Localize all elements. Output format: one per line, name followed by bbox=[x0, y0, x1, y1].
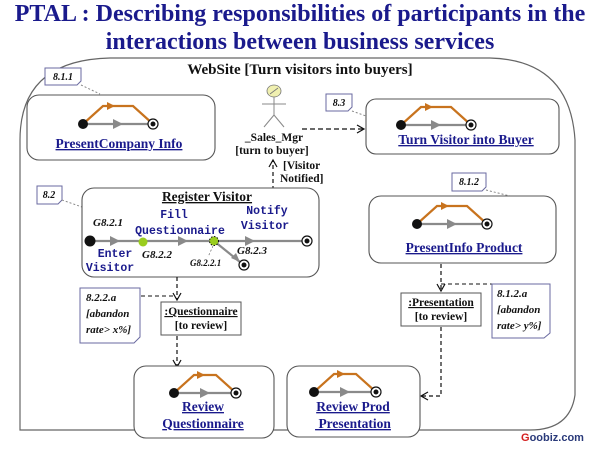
service-turn-visitor-into-buyer[interactable]: Turn Visitor into Buyer bbox=[365, 98, 560, 155]
guard-visitor-notified-line1: [Visitor bbox=[283, 160, 320, 172]
watermark-goobiz: Goobiz.com bbox=[521, 432, 584, 444]
flow-arrow-icon bbox=[178, 236, 188, 246]
service-label[interactable]: Turn Visitor into Buyer bbox=[398, 132, 533, 147]
start-node-icon bbox=[84, 235, 96, 247]
step-notify-line2: Visitor bbox=[241, 220, 289, 233]
svg-text:8.2: 8.2 bbox=[43, 190, 56, 201]
svg-text:8.1.1: 8.1.1 bbox=[53, 72, 73, 83]
object-name: :Presentation bbox=[408, 297, 474, 309]
note-8-1-1: 8.1.1 bbox=[44, 67, 101, 95]
guard-visitor-notified-line2: Notified] bbox=[280, 173, 323, 185]
svg-text:rate> y%]: rate> y%] bbox=[497, 320, 542, 332]
flow-icon bbox=[309, 370, 382, 398]
process-register-visitor[interactable]: Register Visitor Fill Questionnaire Noti… bbox=[81, 187, 320, 278]
page-title-line-2: interactions between business services bbox=[105, 29, 495, 55]
service-label-line2[interactable]: Presentation bbox=[315, 416, 391, 431]
flow-icon bbox=[169, 371, 242, 399]
service-review-questionnaire[interactable]: Review Questionnaire bbox=[133, 365, 275, 439]
actor-sales-mgr: _Sales_Mgr [turn to buyer] bbox=[235, 84, 309, 157]
service-label[interactable]: PresentCompany Info bbox=[56, 136, 183, 151]
step-enter-line1: Enter bbox=[98, 248, 133, 261]
object-questionnaire[interactable]: :Questionnaire [to review] bbox=[160, 301, 242, 336]
svg-text:rate> x%]: rate> x%] bbox=[86, 324, 131, 336]
service-present-company-info[interactable]: PresentCompany Info bbox=[26, 94, 216, 161]
svg-text:8.1.2: 8.1.2 bbox=[459, 177, 479, 188]
object-name: :Questionnaire bbox=[164, 306, 237, 318]
step-fill-line2: Questionnaire bbox=[135, 225, 225, 238]
svg-text:8.3: 8.3 bbox=[333, 98, 346, 109]
actor-stick-figure-icon bbox=[262, 84, 286, 128]
gate-label-g8-2-2-1: G8.2.2.1 bbox=[190, 258, 221, 268]
svg-text:[abandon: [abandon bbox=[86, 308, 129, 320]
gate-g8-2-2-1-icon bbox=[209, 236, 219, 246]
system-boundary bbox=[19, 57, 576, 431]
actor-role: [turn to buyer] bbox=[235, 145, 308, 157]
object-presentation[interactable]: :Presentation [to review] bbox=[400, 292, 482, 327]
note-8-3: 8.3 bbox=[325, 93, 367, 117]
flow-arrow-icon bbox=[110, 236, 120, 246]
actor-name: _Sales_Mgr bbox=[244, 132, 303, 144]
gate-label-g8-2-3: G8.2.3 bbox=[237, 245, 267, 257]
page-title-line-1: PTAL : Describing responsibilities of pa… bbox=[14, 1, 586, 27]
service-review-prod-presentation[interactable]: Review Prod Presentation bbox=[286, 365, 421, 438]
note-8-2: 8.2 bbox=[36, 185, 83, 208]
svg-text:8.2.2.a: 8.2.2.a bbox=[86, 292, 117, 304]
step-enter-line2: Visitor bbox=[86, 262, 134, 275]
flow-icon bbox=[396, 103, 477, 131]
service-label-line1[interactable]: Review Prod bbox=[316, 399, 390, 414]
process-title: Register Visitor bbox=[162, 189, 252, 204]
end-node-icon bbox=[238, 259, 250, 271]
svg-text:[abandon: [abandon bbox=[497, 304, 540, 316]
step-fill-line1: Fill bbox=[160, 209, 188, 222]
service-label[interactable]: PresentInfo Product bbox=[406, 240, 523, 255]
end-node-icon bbox=[301, 235, 313, 247]
flow-icon bbox=[412, 202, 493, 230]
presentation-to-review-prod-arrow bbox=[419, 327, 442, 401]
svg-text:8.1.2.a: 8.1.2.a bbox=[497, 288, 528, 300]
gate-g8-2-2-icon bbox=[138, 237, 148, 247]
flow-icon bbox=[78, 102, 159, 130]
service-label-line2[interactable]: Questionnaire bbox=[162, 416, 244, 431]
object-state: [to review] bbox=[415, 311, 467, 323]
note-8-2-2-a: 8.2.2.a [abandon rate> x%] bbox=[79, 287, 141, 344]
note-8-1-2: 8.1.2 bbox=[451, 172, 511, 197]
service-present-info-product[interactable]: PresentInfo Product bbox=[368, 195, 557, 264]
flow-arrow-icon bbox=[245, 236, 255, 246]
gate-label-g8-2-1: G8.2.1 bbox=[93, 217, 123, 229]
boundary-label: WebSite [Turn visitors into buyers] bbox=[187, 62, 412, 78]
step-notify-line1: Notify bbox=[246, 205, 288, 218]
gate-label-g8-2-2: G8.2.2 bbox=[142, 249, 172, 261]
note-8-1-2-a: 8.1.2.a [abandon rate> y%] bbox=[491, 283, 551, 339]
service-label-line1[interactable]: Review bbox=[182, 399, 224, 414]
object-state: [to review] bbox=[175, 320, 227, 332]
